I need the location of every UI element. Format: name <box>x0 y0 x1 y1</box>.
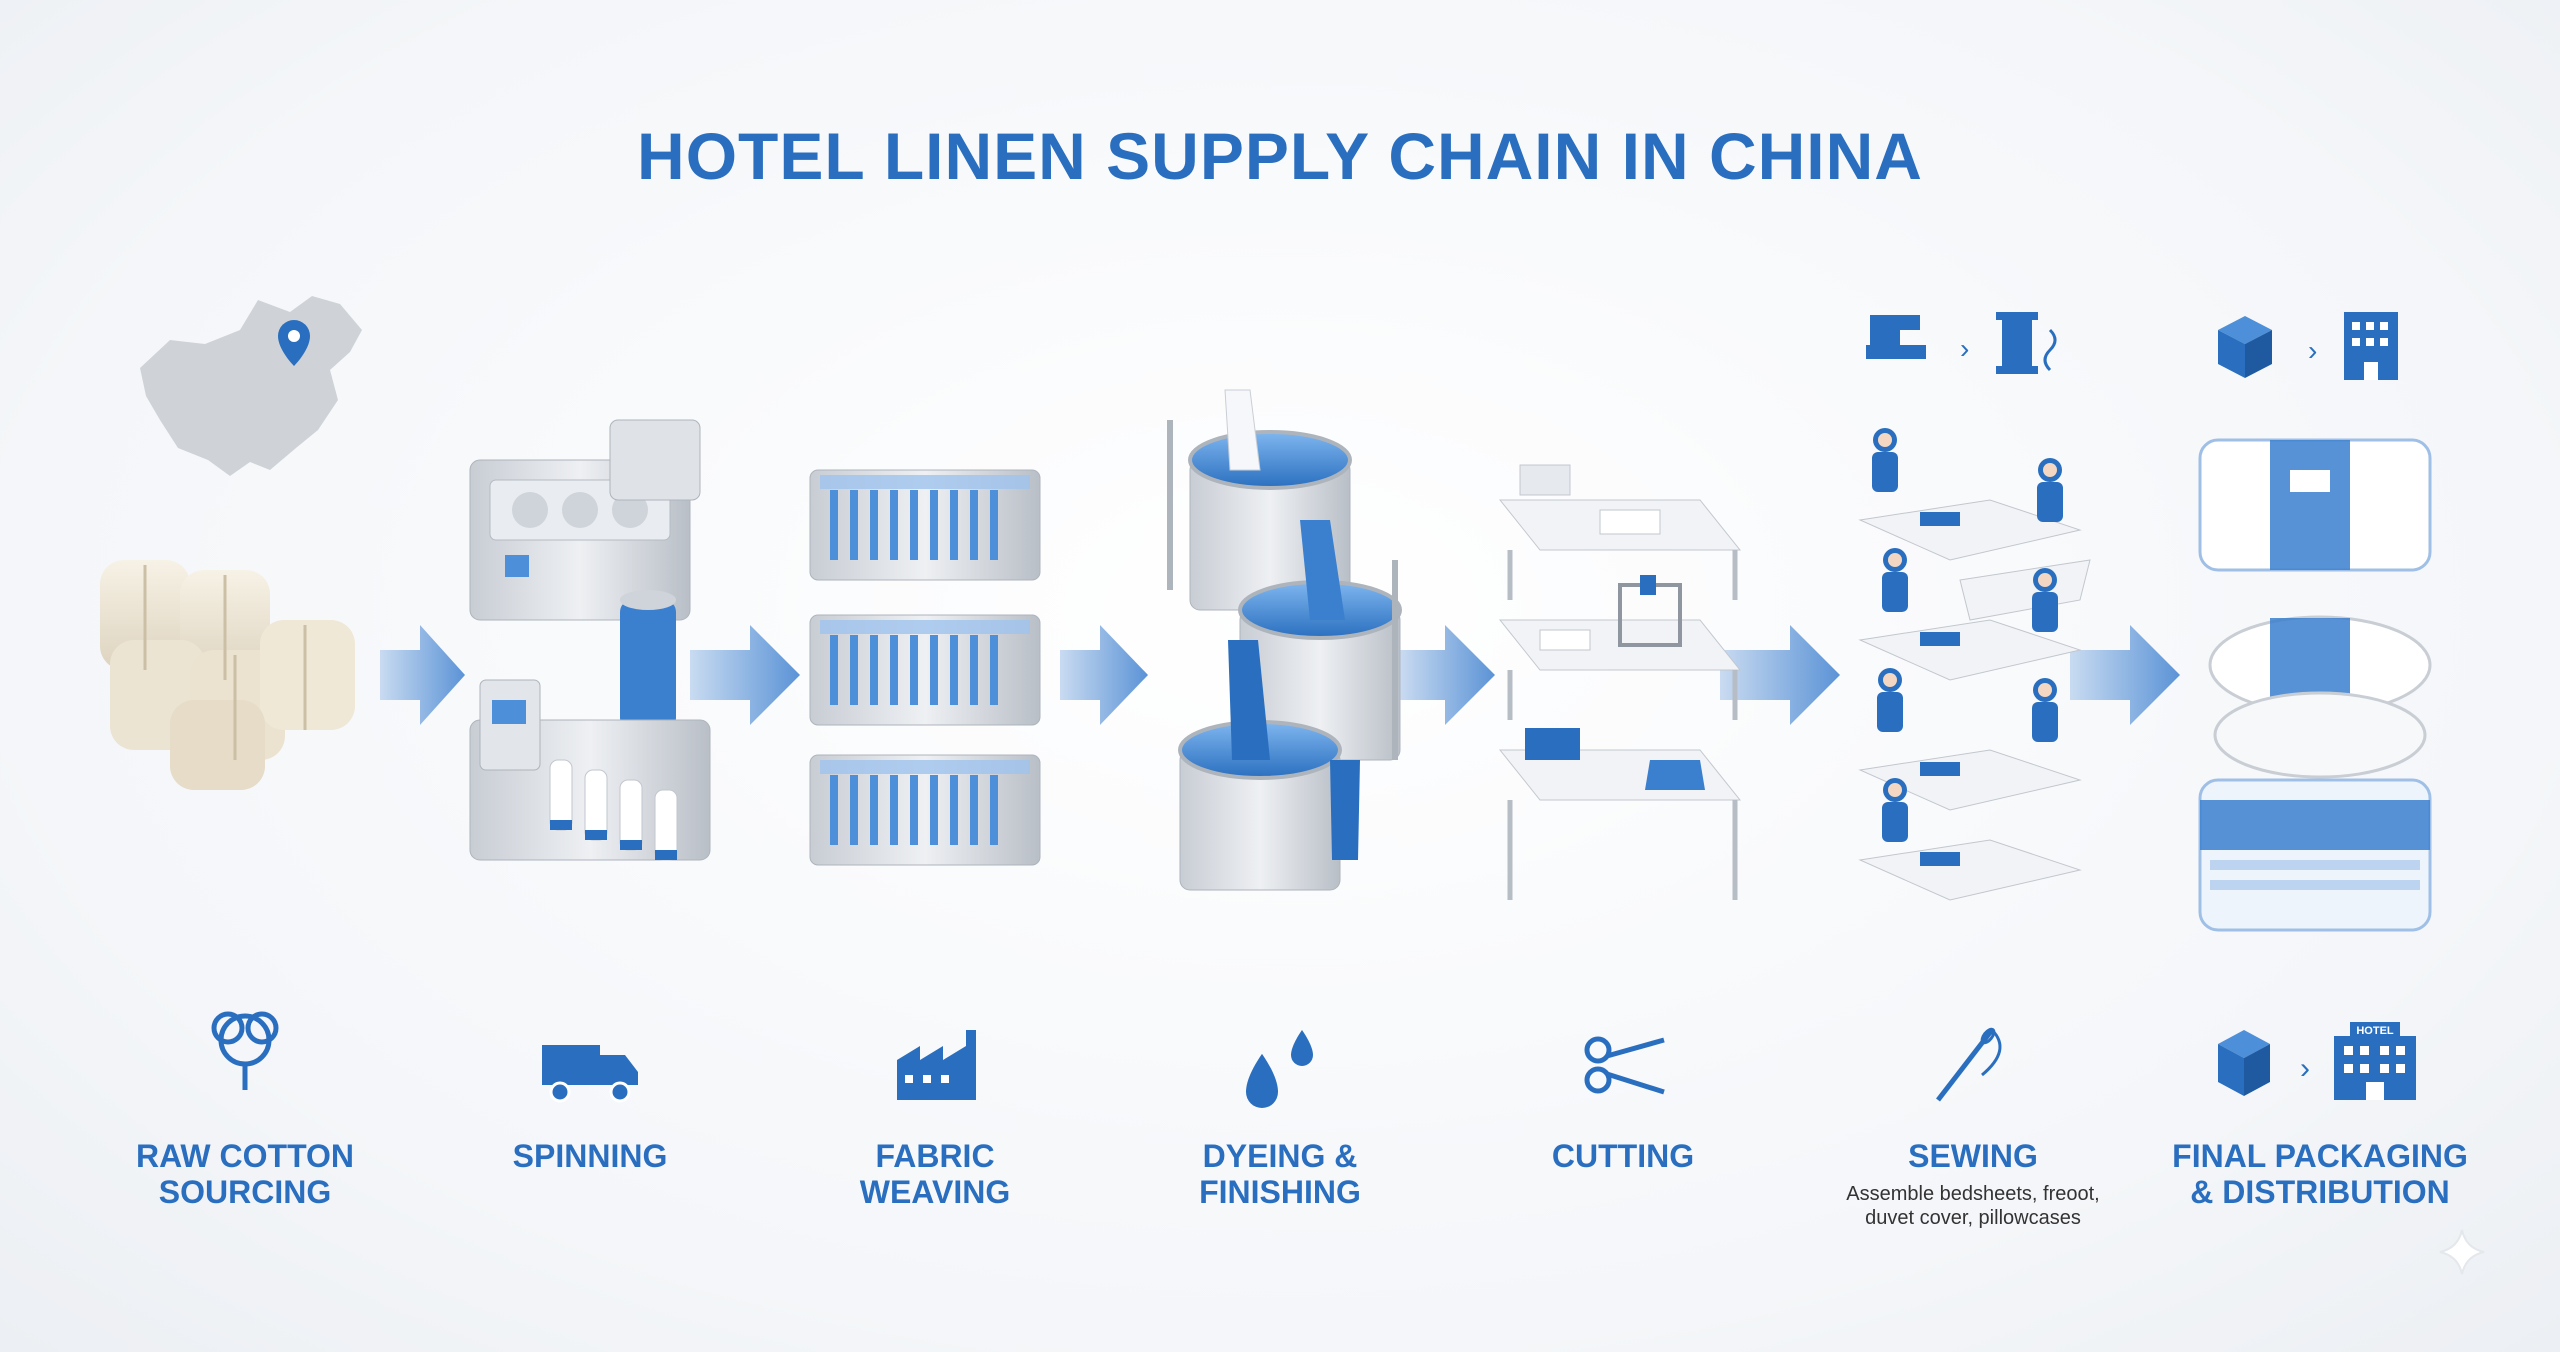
flow-arrow-6 <box>2070 625 2180 725</box>
dyeing-tanks <box>1167 389 1402 891</box>
spinning-machines <box>469 419 711 861</box>
flow-arrow-4 <box>1400 625 1495 725</box>
sparkle-icon <box>2439 1229 2485 1275</box>
factory-icon <box>897 1030 976 1100</box>
china-map <box>140 296 362 476</box>
sewing-machine-icon <box>1866 315 1926 359</box>
stage-label-sewing: SEWING Assemble bedsheets, freoot, duvet… <box>1808 1138 2138 1230</box>
scissors-icon <box>1584 1036 1665 1095</box>
weaving-looms <box>809 469 1041 866</box>
packaging-products: › <box>2198 312 2432 932</box>
flow-arrow-1 <box>380 625 465 725</box>
stage-label-raw-cotton: RAW COTTON SOURCING <box>135 1138 355 1210</box>
stage-label-dyeing: DYEING & FINISHING <box>1199 1138 1361 1210</box>
box-to-hotel-icon: › HOTEL <box>2218 1022 2416 1100</box>
stage-label-packaging: FINAL PACKAGING & DISTRIBUTION <box>2172 1138 2468 1210</box>
box-icon <box>2218 316 2272 378</box>
water-drops-icon <box>1246 1030 1313 1108</box>
truck-icon <box>542 1045 638 1103</box>
flow-arrow-3 <box>1060 625 1148 725</box>
flow-arrows <box>380 625 2180 725</box>
location-pin-icon <box>278 320 310 366</box>
sewing-description: Assemble bedsheets, freoot, duvet cover,… <box>1846 1183 2100 1229</box>
building-icon <box>2344 312 2398 380</box>
yarn-spool <box>620 590 676 740</box>
stage-label-weaving: FABRIC WEAVING <box>859 1138 1011 1210</box>
chevron-right-icon: › <box>2300 1052 2310 1085</box>
chevron-right-icon: › <box>1960 333 1969 364</box>
hotel-sign: HOTEL <box>2356 1025 2394 1037</box>
needle-icon <box>1936 1027 2002 1102</box>
thread-spool-icon <box>1996 312 2057 374</box>
flow-arrow-5 <box>1720 625 1840 725</box>
sewing-workstations: › <box>1858 312 2091 901</box>
stage-label-cutting: CUTTING <box>1551 1138 1695 1174</box>
cotton-bales <box>100 560 355 790</box>
flow-arrow-2 <box>690 625 800 725</box>
chevron-right-icon: › <box>2308 335 2317 366</box>
cutting-tables <box>1498 464 1742 900</box>
page-title: HOTEL LINEN SUPPLY CHAIN IN CHINA <box>637 119 1923 193</box>
cotton-icon <box>211 1011 279 1090</box>
stage-label-spinning: SPINNING <box>512 1138 668 1174</box>
